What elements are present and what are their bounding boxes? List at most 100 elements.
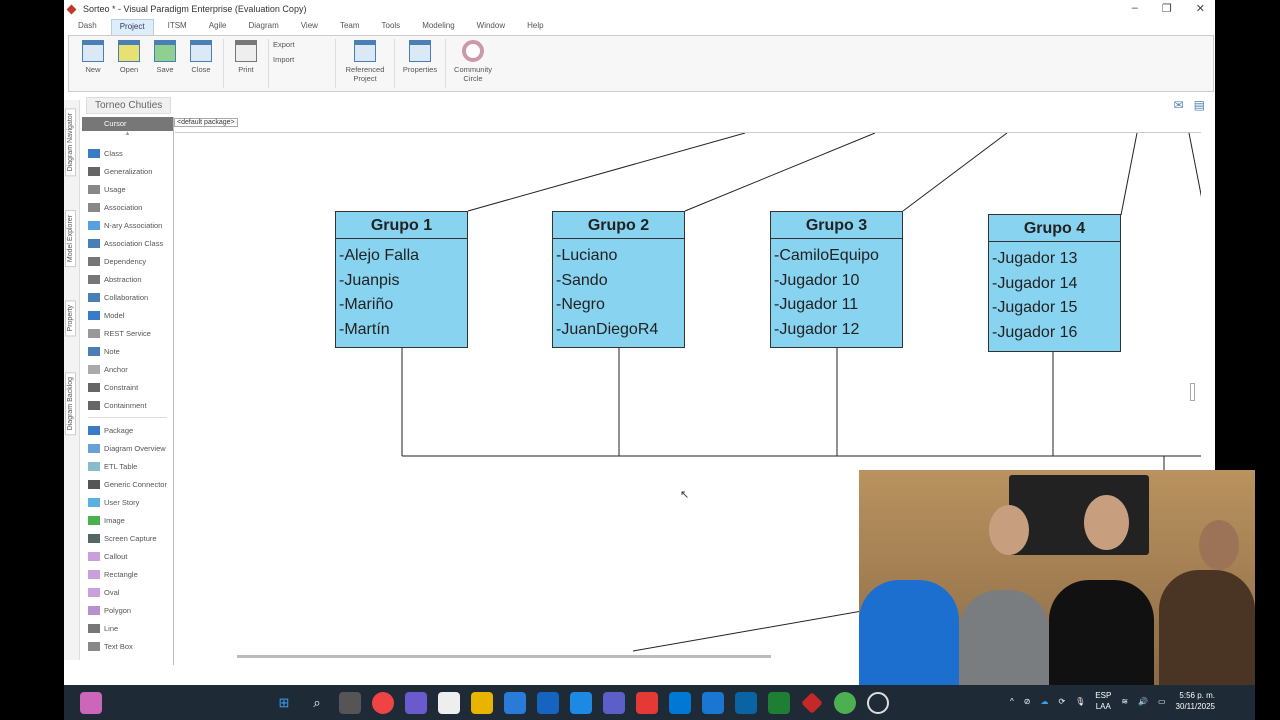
file-icon[interactable] — [438, 691, 460, 714]
task-view-icon[interactable] — [339, 691, 361, 714]
onedrive-icon[interactable]: ☁ — [1040, 696, 1049, 706]
palette-item-polygon[interactable]: Polygon — [82, 601, 173, 619]
menu-window[interactable]: Window — [476, 21, 506, 30]
palette-item-model[interactable]: Model — [82, 306, 173, 324]
menu-view[interactable]: View — [300, 21, 318, 30]
palette-item-usage[interactable]: Usage — [82, 180, 173, 198]
store-icon[interactable] — [504, 691, 526, 714]
class-attribute[interactable]: -Jugador 10 — [774, 271, 860, 289]
palette-item-line[interactable]: Line — [82, 619, 173, 637]
palette-item-callout[interactable]: Callout — [82, 547, 173, 565]
class-attribute[interactable]: -Jugador 14 — [992, 274, 1078, 292]
horizontal-scrollbar[interactable] — [175, 655, 775, 659]
diagram-canvas[interactable]: Grupo 1-Alejo Falla-Juanpis-Mariño-Martí… — [175, 132, 1201, 654]
palette-item-image[interactable]: Image — [82, 511, 173, 529]
teams-icon[interactable] — [603, 691, 625, 714]
palette-item-collaboration[interactable]: Collaboration — [82, 288, 173, 306]
class-grupo-1[interactable]: Grupo 1-Alejo Falla-Juanpis-Mariño-Martí… — [335, 211, 468, 348]
palette-item-generic-connector[interactable]: Generic Connector — [82, 475, 173, 493]
palette-item-oval[interactable]: Oval — [82, 583, 173, 601]
palette-item-association-class[interactable]: Association Class — [82, 234, 173, 252]
microphone-icon[interactable]: 🎙 — [1075, 696, 1086, 706]
copilot-icon[interactable] — [405, 691, 427, 714]
app-icon[interactable] — [636, 691, 658, 714]
start-icon[interactable]: ⊞ — [278, 694, 290, 710]
search-icon[interactable]: ⌕ — [313, 694, 321, 710]
vscode-icon[interactable] — [669, 691, 691, 714]
palette-item-dependency[interactable]: Dependency — [82, 252, 173, 270]
palette-item-n-ary-association[interactable]: N-ary Association — [82, 216, 173, 234]
chrome-icon[interactable] — [372, 691, 394, 714]
app2-icon[interactable] — [735, 691, 757, 714]
class-attribute[interactable]: -Mariño — [339, 296, 394, 313]
palette-item-containment[interactable]: Containment — [82, 396, 173, 414]
class-grupo-3[interactable]: Grupo 3-CamiloEquipo-Jugador 10-Jugador … — [770, 211, 903, 348]
layout-icon[interactable]: ▤ — [1193, 98, 1205, 112]
class-attribute[interactable]: -CamiloEquipo — [774, 247, 879, 264]
class-attribute[interactable]: -Jugador 13 — [992, 250, 1078, 267]
class-attribute[interactable]: -JuanDiegoR4 — [556, 320, 659, 338]
menu-tools[interactable]: Tools — [381, 21, 401, 30]
battery-icon[interactable]: ▭ — [1157, 696, 1166, 706]
referenced-project-button[interactable]: Referenced Project — [340, 36, 390, 91]
palette-item-class[interactable]: Class — [82, 144, 173, 162]
palette-item-diagram-overview[interactable]: Diagram Overview — [82, 439, 173, 457]
class-grupo-2[interactable]: Grupo 2-Luciano-Sando-Negro-JuanDiegoR4 — [552, 211, 685, 348]
palette-item-text-box[interactable]: Text Box — [82, 637, 173, 655]
class-attribute[interactable]: -Juanpis — [339, 271, 400, 289]
palette-item-package[interactable]: Package — [82, 421, 173, 439]
save-button[interactable]: Save — [147, 36, 183, 91]
menu-agile[interactable]: Agile — [208, 21, 227, 30]
properties-button[interactable]: Properties — [399, 36, 441, 91]
class-grupo-4[interactable]: Grupo 4-Jugador 13-Jugador 14-Jugador 15… — [988, 214, 1121, 352]
palette-item-association[interactable]: Association — [82, 198, 173, 216]
export-button[interactable]: Export — [273, 40, 295, 49]
open-button[interactable]: Open — [111, 36, 147, 91]
class-attribute[interactable]: -Sando — [556, 271, 608, 289]
menu-project[interactable]: Project — [110, 19, 154, 35]
chrome2-icon[interactable] — [834, 691, 856, 714]
menu-modeling[interactable]: Modeling — [422, 21, 455, 30]
palette-item-anchor[interactable]: Anchor — [82, 360, 173, 378]
tab-property[interactable]: Property — [65, 300, 76, 337]
menu-itsm[interactable]: ITSM — [167, 21, 187, 30]
minimize-button[interactable]: – — [1131, 2, 1138, 14]
tab-diagram-backlog[interactable]: Diagram Backlog — [65, 372, 76, 436]
palette-item-screen-capture[interactable]: Screen Capture — [82, 529, 173, 547]
menu-diagram[interactable]: Diagram — [248, 21, 279, 30]
class-attribute[interactable]: -Martín — [339, 320, 390, 338]
vertical-scrollbar[interactable] — [1190, 383, 1195, 401]
tab-diagram-navigator[interactable]: Diagram Navigator — [65, 108, 76, 177]
network-off-icon[interactable]: ⊘ — [1023, 696, 1031, 706]
visual-paradigm-icon[interactable] — [801, 691, 823, 714]
show-hidden-icon[interactable]: ^ — [1009, 696, 1014, 706]
community-circle-button[interactable]: Community Circle — [450, 36, 496, 91]
restore-button[interactable]: ❐ — [1161, 3, 1172, 15]
close-window-button[interactable]: ✕ — [1195, 3, 1205, 15]
menu-help[interactable]: Help — [527, 21, 544, 30]
menu-dash[interactable]: Dash — [78, 21, 97, 30]
palette-item-user-story[interactable]: User Story — [82, 493, 173, 511]
tab-model-explorer[interactable]: Model Explorer — [65, 210, 76, 268]
import-button[interactable]: Import — [273, 55, 295, 64]
dropbox-icon[interactable] — [570, 691, 592, 714]
class-attribute[interactable]: -Jugador 11 — [774, 296, 859, 313]
menu-team[interactable]: Team — [339, 21, 360, 30]
print-button[interactable]: Print — [228, 36, 264, 91]
palette-item-etl-table[interactable]: ETL Table — [82, 457, 173, 475]
scroll-up-icon[interactable]: ▲ — [124, 131, 131, 137]
breadcrumb[interactable]: Torneo Chuties — [86, 97, 172, 114]
class-attribute[interactable]: -Alejo Falla — [339, 247, 420, 264]
palette-item-constraint[interactable]: Constraint — [82, 378, 173, 396]
palette-item-generalization[interactable]: Generalization — [82, 162, 173, 180]
class-attribute[interactable]: -Jugador 16 — [992, 323, 1078, 341]
package-label[interactable]: <default package> — [174, 118, 238, 127]
volume-icon[interactable]: 🔊 — [1138, 696, 1148, 706]
excel-icon[interactable] — [768, 691, 790, 714]
sync-icon[interactable]: ⟳ — [1058, 696, 1066, 706]
class-attribute[interactable]: -Luciano — [556, 247, 618, 264]
class-attribute[interactable]: -Negro — [556, 296, 605, 313]
class-attribute[interactable]: -Jugador 12 — [774, 320, 860, 338]
palette-item-rest-service[interactable]: REST Service — [82, 324, 173, 342]
